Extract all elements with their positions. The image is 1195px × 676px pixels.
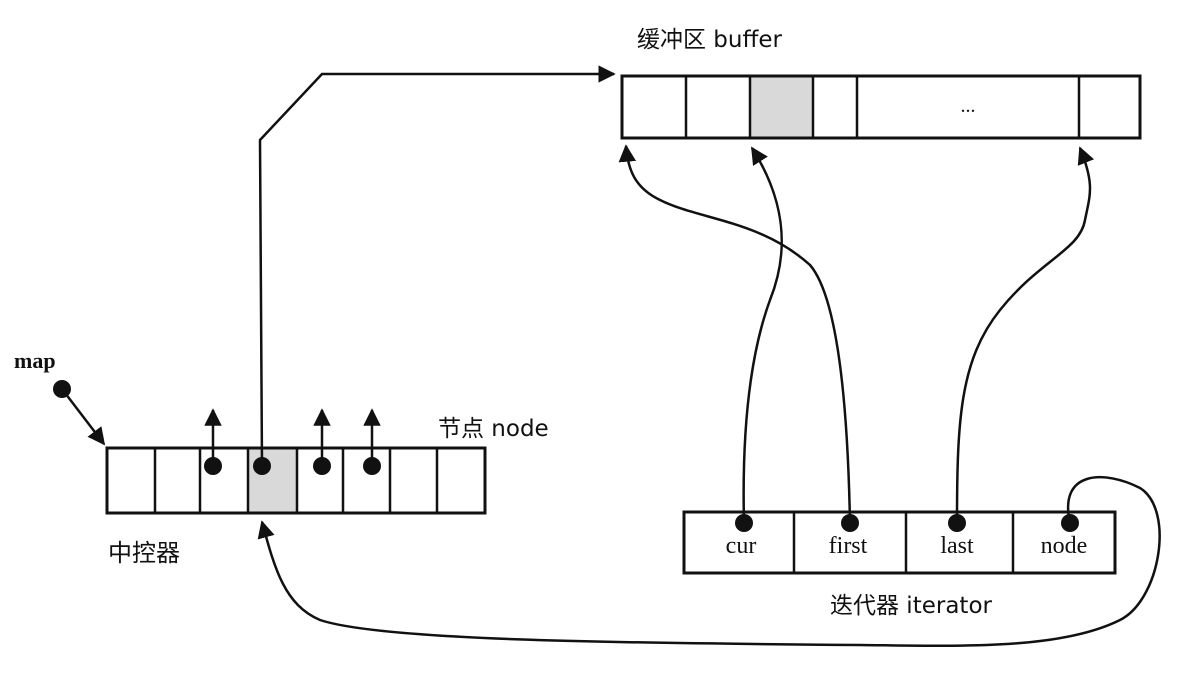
node-to-buffer-arrow [258,65,616,467]
map-dot [53,380,71,398]
node-pointer-dot [253,457,271,475]
iterator-field-cur: cur [726,533,757,559]
last-dot [948,514,966,532]
node-pointer-dot [363,457,381,475]
map-controller: 节点 node 中控器 [105,65,616,567]
iterator-field-last: last [940,533,974,559]
buffer-shaded-cell [750,77,813,137]
first-dot [841,514,859,532]
buffer-box [620,74,1142,140]
iterator-field-node: node [1041,533,1088,559]
iterator-field-first: first [829,533,868,559]
node-label: 节点 node [438,416,549,442]
cur-arrow [742,146,784,524]
controller-label: 中控器 [108,539,180,567]
cur-dot [735,514,753,532]
map-pointer: map [14,348,106,446]
buffer-label: 缓冲区 buffer [637,27,782,53]
map-label: map [14,348,56,373]
node-pointer-dot [204,457,222,475]
node-pointer-dot [313,457,331,475]
last-arrow [955,146,1095,524]
buffer: 缓冲区 buffer ... [620,27,1142,140]
iterator-label: 迭代器 iterator [830,593,993,619]
iterator: cur first last node 迭代器 iterator [257,144,1161,647]
map-arrow [61,388,106,446]
node-arrow [257,476,1161,647]
first-arrow [618,144,852,524]
node-dot [1061,514,1079,532]
buffer-ellipsis: ... [961,95,976,117]
iterator-box [682,510,1117,575]
map-shaded-cell [248,449,297,512]
